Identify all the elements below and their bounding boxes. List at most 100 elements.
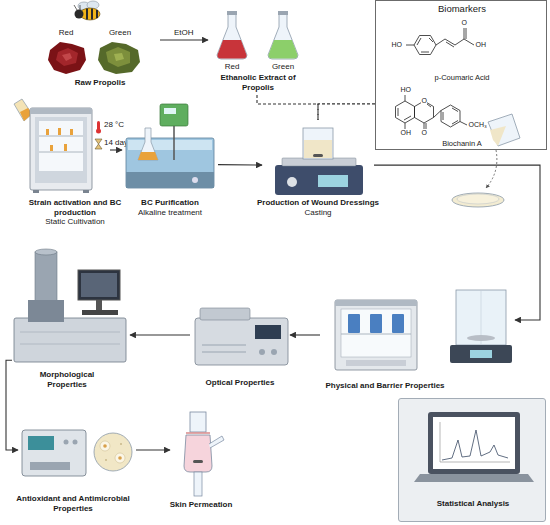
atom-label: OH	[400, 129, 412, 137]
green-propolis	[114, 53, 124, 61]
laptop-icon	[428, 412, 520, 474]
laptop-icon	[433, 417, 515, 469]
coumaric-structure	[406, 28, 474, 55]
red-flask	[227, 11, 237, 15]
atom-label: O	[461, 19, 467, 27]
step-label: Production of Wound Dressings	[243, 198, 393, 208]
petri-dish-icon	[100, 441, 110, 451]
incubator-icon	[30, 108, 92, 114]
balance-icon	[450, 345, 512, 363]
cabinet-icon	[346, 360, 406, 366]
magnetic-stirrer-icon	[304, 140, 332, 158]
node-text: Red	[46, 28, 86, 38]
water-bath-icon	[126, 138, 214, 188]
cabinet-icon	[335, 300, 417, 370]
sem-icon	[14, 249, 126, 362]
node-text: Static Cultivation	[11, 217, 139, 227]
balance-icon	[470, 350, 492, 358]
hourglass-icon	[95, 139, 102, 149]
water-bath-icon	[164, 108, 176, 114]
spectrophotometer-icon	[255, 325, 281, 339]
node-text: Red	[212, 62, 252, 72]
spectrophotometer-icon	[271, 349, 277, 355]
flow-arrow	[290, 334, 320, 335]
magnetic-stirrer-icon	[287, 177, 297, 187]
step-label: Morphological Properties	[22, 370, 112, 389]
bee-icon	[87, 9, 97, 20]
coumaric-structure	[417, 38, 433, 52]
step-label: Strain activation and BC production	[11, 198, 139, 217]
incubator-icon	[39, 121, 83, 171]
green-flask	[278, 11, 288, 15]
magnetic-stirrer-icon	[303, 128, 333, 159]
green-propolis	[106, 47, 130, 67]
flow-arrow	[6, 360, 18, 450]
green-flask	[268, 11, 298, 59]
node-text: 28 °C	[104, 120, 164, 130]
sem-icon	[78, 270, 120, 300]
spectrophotometer-icon	[259, 349, 265, 355]
water-bath-icon	[128, 140, 212, 150]
petri-dish-icon	[105, 459, 107, 461]
balance-icon	[450, 290, 512, 363]
franz-cell-icon	[190, 412, 206, 432]
cabinet-icon	[392, 314, 404, 333]
casting-icon	[452, 114, 520, 207]
flask-pour-icon	[14, 99, 32, 121]
step-label: BC Purification	[115, 198, 225, 208]
dashed-connector	[318, 104, 375, 120]
water-bath-icon	[138, 152, 158, 160]
franz-cell-icon	[186, 432, 210, 434]
hourglass-icon	[95, 139, 102, 149]
spectrophotometer-icon	[195, 318, 288, 365]
flow-arrow	[218, 164, 262, 166]
cabinet-icon	[348, 314, 360, 333]
coumaric-structure	[406, 28, 474, 47]
balance-icon	[456, 290, 506, 345]
casting-icon	[490, 126, 506, 146]
green-flask	[268, 40, 297, 59]
biochanin-structure	[396, 95, 468, 129]
water-bath-icon	[192, 177, 198, 183]
petri-dish-icon	[94, 433, 132, 471]
red-propolis	[56, 48, 78, 66]
incubator-icon	[33, 190, 39, 193]
petri-dish-icon	[115, 453, 125, 463]
red-flask	[217, 11, 247, 59]
incubator-icon	[39, 136, 83, 152]
step-label: Antioxidant and Antimicrobial Properties	[8, 494, 138, 513]
petri-dish-icon	[118, 456, 122, 460]
biochanin-structure	[441, 105, 460, 127]
laptop-icon	[442, 430, 508, 460]
petri-dish-icon	[103, 444, 107, 448]
spectrophotometer-icon	[195, 308, 288, 365]
node-text: Green	[263, 62, 303, 72]
cabinet-icon	[335, 300, 417, 306]
magnetic-stirrer-icon	[275, 128, 363, 195]
franz-cell-icon	[184, 435, 212, 472]
cabinet-icon	[341, 309, 411, 357]
coumaric-structure	[414, 36, 436, 55]
red-propolis	[48, 42, 86, 74]
flow-arrow	[110, 149, 122, 150]
flow-arrow	[374, 165, 540, 320]
plate-reader-icon	[73, 440, 78, 445]
plate-reader-icon	[64, 440, 69, 445]
sem-icon	[82, 310, 118, 315]
flow-arrow	[136, 449, 170, 450]
node-text: p-Coumaric Acid	[392, 73, 532, 82]
incubator-icon	[46, 128, 73, 135]
cabinet-icon	[341, 334, 411, 335]
atom-label: HO	[391, 41, 403, 49]
plate-reader-icon	[22, 430, 86, 476]
dashed-connector	[257, 95, 318, 120]
sem-icon	[35, 249, 57, 255]
box-title: Biomarkers	[402, 3, 522, 14]
petri-dish-icon	[94, 433, 132, 471]
flow-arrow	[160, 39, 208, 40]
water-bath-icon	[126, 104, 214, 188]
red-propolis	[62, 53, 72, 61]
